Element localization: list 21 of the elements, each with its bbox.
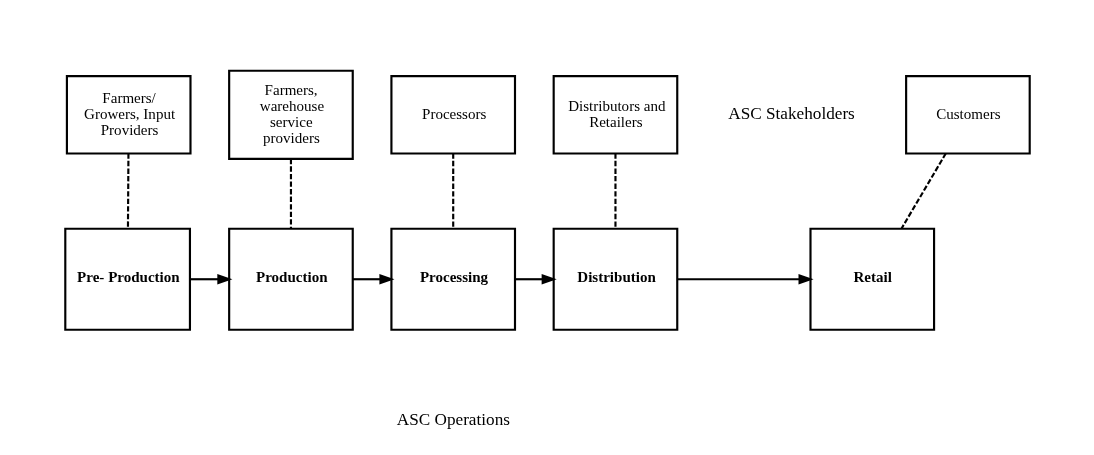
node-box: Pre- Production (63, 227, 191, 331)
connector (613, 153, 617, 229)
label: ASC Operations (396, 410, 510, 430)
node-box: Customers (904, 75, 1031, 155)
arrow (677, 273, 814, 285)
label: ASC Stakeholders (727, 103, 855, 123)
node-box: Distribution (552, 227, 678, 331)
node-box: Processing (389, 227, 516, 331)
node-box: Production (227, 227, 354, 331)
node-box: Farmers/ Growers, Input Providers (65, 75, 192, 155)
arrow (352, 273, 394, 285)
connector (289, 158, 292, 229)
arrow (189, 273, 232, 285)
node-box: Distributors and Retailers (552, 75, 678, 155)
connector (126, 153, 130, 229)
arrow (514, 273, 557, 285)
node-box: Retail (808, 227, 935, 331)
connector (900, 153, 947, 229)
connector (451, 153, 454, 229)
node-box: Processors (389, 75, 516, 155)
node-box: Farmers, warehouse service providers (227, 69, 354, 160)
